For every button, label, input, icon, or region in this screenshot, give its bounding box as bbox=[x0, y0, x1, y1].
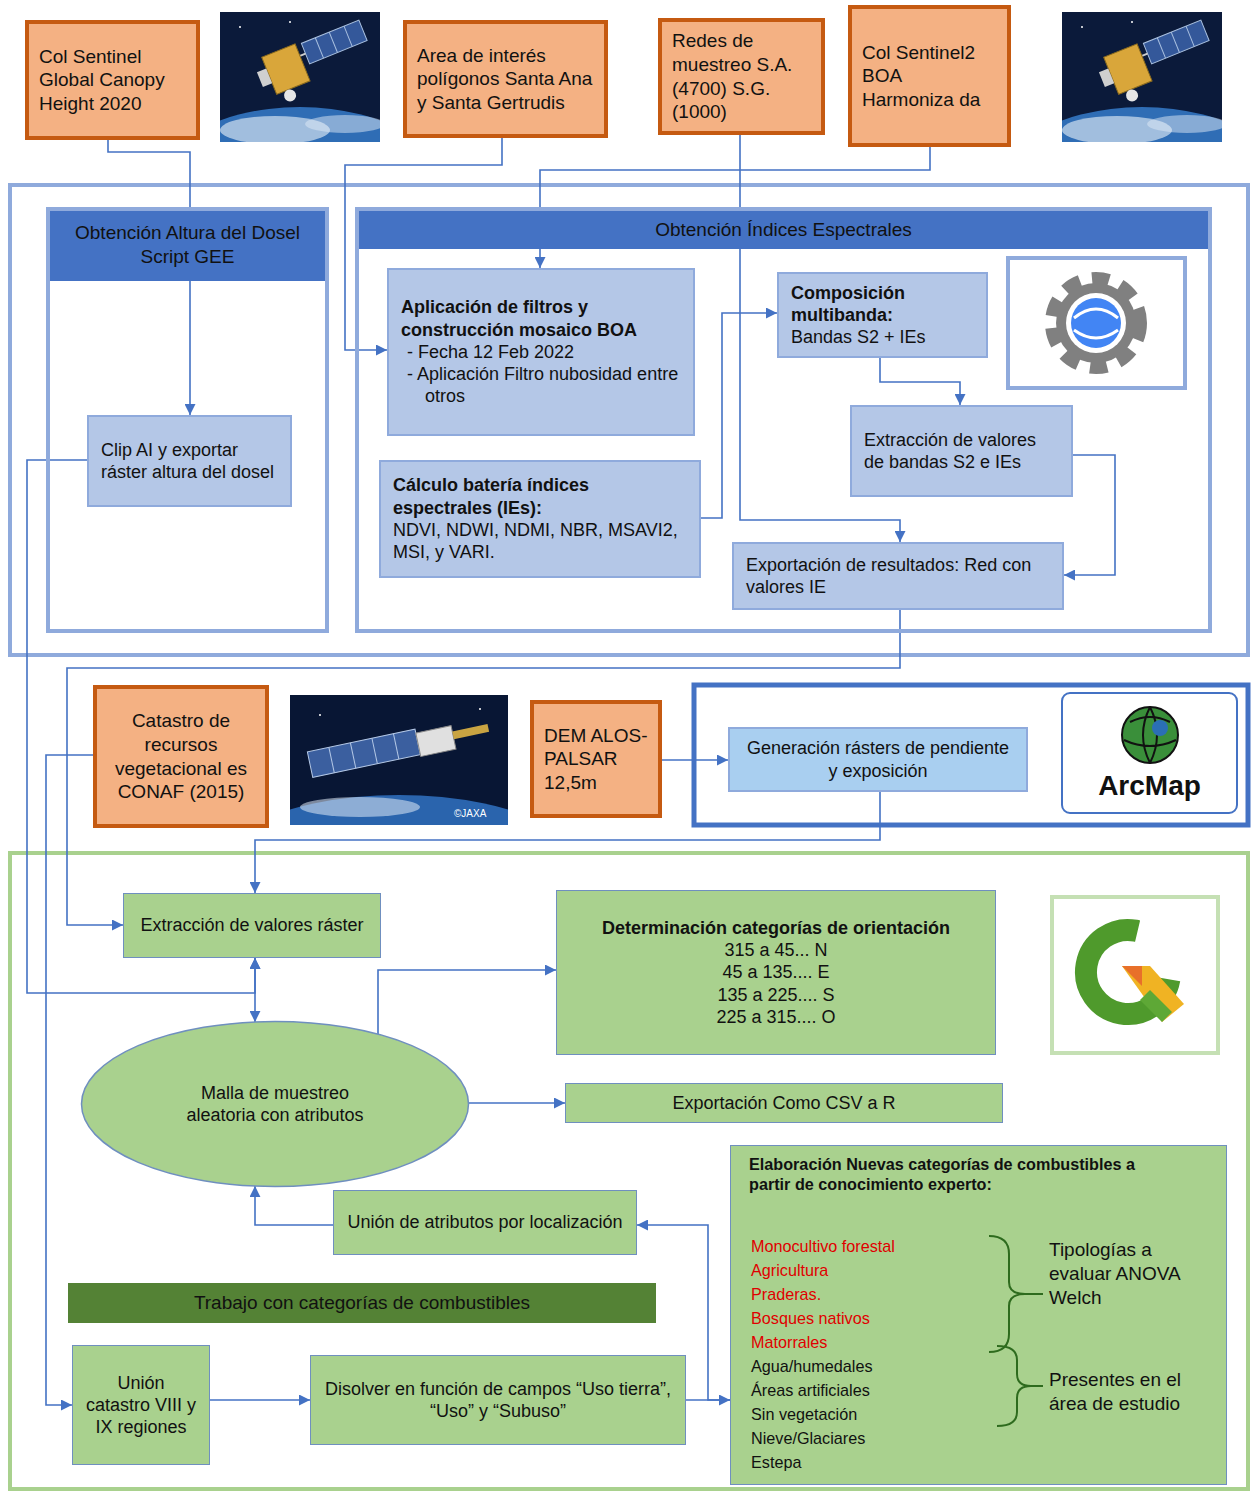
node-text: Clip AI y exportar ráster altura del dos… bbox=[101, 439, 278, 484]
node-text: Extracción de valores ráster bbox=[136, 914, 368, 936]
node-text: Exportación Como CSV a R bbox=[578, 1092, 990, 1114]
process-box: Exportación Como CSV a R bbox=[565, 1083, 1003, 1123]
node-text: Generación rásters de pendiente y exposi… bbox=[742, 737, 1014, 782]
connector bbox=[255, 1186, 333, 1225]
node-text: Catastro de recursos vegetacional es CON… bbox=[107, 709, 255, 803]
section-band: Trabajo con categorías de combustibles bbox=[68, 1283, 656, 1323]
node-text: 315 a 45... N bbox=[569, 939, 983, 961]
node-text: NDVI, NDWI, NDMI, NBR, MSAVI2, MSI, y VA… bbox=[393, 519, 687, 564]
node-text: Extracción de valores de bandas S2 e IEs bbox=[864, 429, 1059, 474]
process-box: Unión catastro VIII y IX regiones bbox=[72, 1345, 210, 1465]
oval-node: Malla de muestreo aleatoria con atributo… bbox=[80, 1020, 470, 1188]
node-text: Disolver en función de campos “Uso tierr… bbox=[323, 1378, 673, 1423]
panel-header: Obtención Índices Espectrales bbox=[359, 211, 1208, 249]
node-text: Monocultivo forestal bbox=[751, 1234, 981, 1258]
connector bbox=[469, 1102, 566, 1104]
oval-outline bbox=[82, 1022, 469, 1187]
node-text: Nieve/Glaciares bbox=[751, 1426, 981, 1450]
node-text: Aplicación de filtros y construcción mos… bbox=[401, 296, 681, 341]
process-box: Unión de atributos por localización bbox=[333, 1190, 637, 1255]
node-text: Tipologías a evaluar ANOVA Welch bbox=[1049, 1238, 1219, 1310]
panel: Obtención Índices EspectralesAplicación … bbox=[355, 207, 1212, 633]
node-text: Bandas S2 + IEs bbox=[791, 326, 974, 348]
node-text: Exportación de resultados: Red con valor… bbox=[746, 554, 1050, 599]
process-box: Extracción de valores de bandas S2 e IEs bbox=[850, 405, 1073, 497]
node-text: Col Sentinel2 BOA Harmoniza da bbox=[862, 41, 997, 112]
process-box: Cálculo batería índices espectrales (IEs… bbox=[379, 460, 701, 578]
panel: Obtención Altura del Dosel Script GEE Cli… bbox=[46, 207, 329, 633]
node-text: - Aplicación Filtro nubosidad entre otro… bbox=[401, 363, 681, 408]
panel-header: Obtención Altura del Dosel Script GEE bbox=[50, 211, 325, 281]
source-box: Col Sentinel Global Canopy Height 2020 bbox=[25, 20, 200, 140]
node-text: Sin vegetación bbox=[751, 1402, 981, 1426]
node-text: DEM ALOS-PALSAR 12,5m bbox=[544, 724, 648, 795]
node-text: Elaboración Nuevas categorías de combust… bbox=[749, 1154, 1169, 1194]
logo-text: ArcMap bbox=[1067, 770, 1232, 802]
node-text: Redes de muestreo S.A. (4700) S.G. (1000… bbox=[672, 29, 811, 123]
node-text: Col Sentinel Global Canopy Height 2020 bbox=[39, 45, 186, 116]
bracket-leader bbox=[1031, 1385, 1043, 1387]
node-text: Composición multibanda: bbox=[791, 282, 974, 327]
node-text: Determinación categorías de orientación bbox=[569, 917, 983, 939]
node-text: - Fecha 12 Feb 2022 bbox=[401, 341, 681, 363]
connector bbox=[662, 759, 728, 761]
qgis-logo bbox=[1052, 897, 1218, 1053]
node-text: Trabajo con categorías de combustibles bbox=[80, 1291, 644, 1315]
process-box: Exportación de resultados: Red con valor… bbox=[732, 542, 1064, 610]
source-box: Area de interés polígonos Santa Ana y Sa… bbox=[403, 20, 608, 138]
connector bbox=[254, 958, 256, 1022]
node-text: 225 a 315.... O bbox=[569, 1006, 983, 1028]
oval-shape bbox=[80, 1020, 470, 1188]
node-text: Agua/humedales bbox=[751, 1354, 981, 1378]
source-box: Redes de muestreo S.A. (4700) S.G. (1000… bbox=[658, 18, 825, 135]
node-text: Unión de atributos por localización bbox=[346, 1211, 624, 1233]
curly-bracket bbox=[997, 1346, 1031, 1426]
source-box: Col Sentinel2 BOA Harmoniza da bbox=[848, 5, 1011, 147]
connector bbox=[880, 358, 960, 405]
node-text: Bosques nativos bbox=[751, 1306, 981, 1330]
process-box: Determinación categorías de orientación3… bbox=[556, 890, 996, 1055]
watermark: ©JAXA bbox=[454, 808, 504, 819]
node-text: Unión catastro VIII y IX regiones bbox=[85, 1372, 197, 1439]
node-text: Praderas. bbox=[751, 1282, 981, 1306]
gee-frame bbox=[10, 185, 1248, 655]
node-text: Matorrales bbox=[751, 1330, 981, 1354]
arcmap-frame bbox=[694, 685, 1248, 825]
bracket-leader bbox=[1025, 1293, 1043, 1295]
source-box: DEM ALOS-PALSAR 12,5m bbox=[530, 700, 662, 818]
node-text: Presentes en el área de estudio bbox=[1049, 1368, 1219, 1416]
process-box: Extracción de valores ráster bbox=[123, 893, 381, 958]
process-box: Aplicación de filtros y construcción mos… bbox=[387, 268, 695, 436]
qgis-frame bbox=[10, 853, 1248, 1489]
process-box: Composición multibanda:Bandas S2 + IEs bbox=[777, 272, 988, 358]
curly-bracket bbox=[989, 1236, 1025, 1352]
node-text: Area de interés polígonos Santa Ana y Sa… bbox=[417, 44, 594, 115]
node-text: 45 a 135.... E bbox=[569, 961, 983, 983]
node-text: Cálculo batería índices espectrales (IEs… bbox=[393, 474, 687, 519]
node-text: Agricultura bbox=[751, 1258, 981, 1282]
connector bbox=[686, 1399, 730, 1401]
process-box: Generación rásters de pendiente y exposi… bbox=[728, 727, 1028, 792]
node-text: Áreas artificiales bbox=[751, 1378, 981, 1402]
process-box: Clip AI y exportar ráster altura del dos… bbox=[87, 415, 292, 507]
process-box: Disolver en función de campos “Uso tierr… bbox=[310, 1355, 686, 1445]
source-box: Catastro de recursos vegetacional es CON… bbox=[93, 685, 269, 828]
node-text: Estepa bbox=[751, 1450, 981, 1474]
connector bbox=[378, 970, 556, 1034]
node-text: 135 a 225.... S bbox=[569, 984, 983, 1006]
arcmap-logo bbox=[1062, 693, 1237, 813]
category-box: Elaboración Nuevas categorías de combust… bbox=[730, 1145, 1227, 1485]
gee-logo bbox=[1008, 258, 1185, 388]
node-text: Malla de muestreo aleatoria con atributo… bbox=[165, 1082, 385, 1127]
connector bbox=[210, 1399, 310, 1401]
connector bbox=[701, 313, 777, 518]
